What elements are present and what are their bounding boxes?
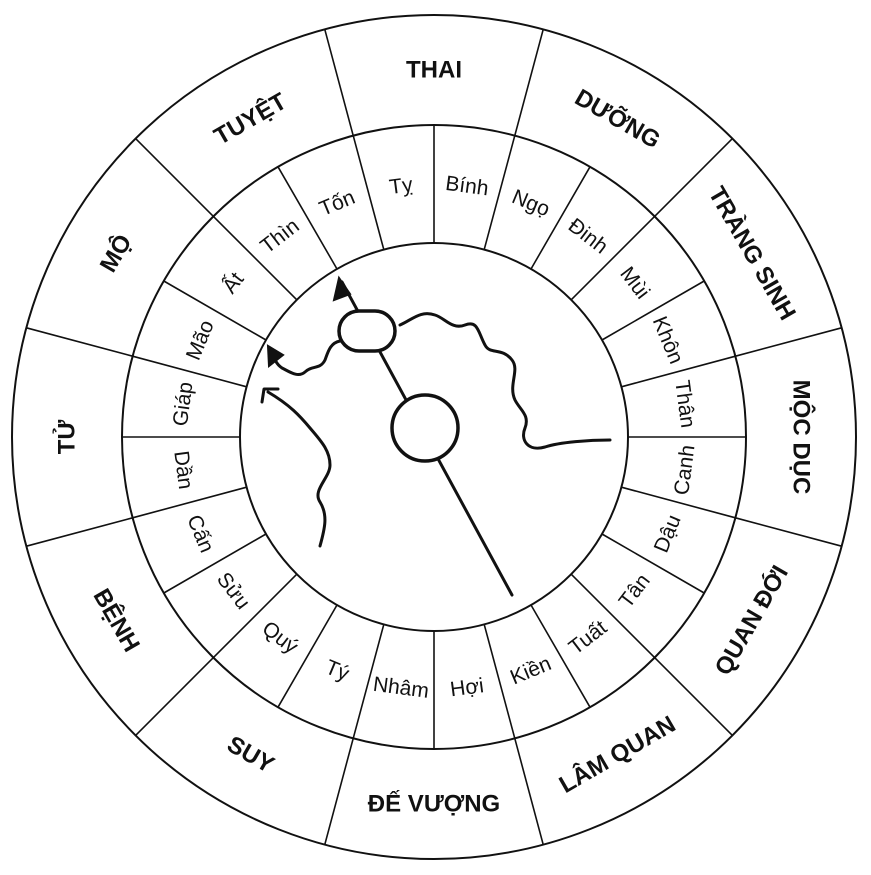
inner-divider — [601, 280, 705, 341]
outer-sector-label: SUY — [222, 731, 278, 779]
center-drawing — [260, 275, 612, 597]
needle-arrowhead — [332, 275, 352, 302]
inner-sector-label: Quý — [258, 617, 303, 659]
outer-sector-label: TUYỆT — [209, 87, 291, 151]
outer-divider — [26, 327, 133, 357]
inner-sector-label: Nhâm — [372, 673, 431, 703]
inner-divider — [483, 624, 516, 739]
inner-divider — [132, 486, 247, 519]
inner-divider — [570, 215, 656, 301]
wavy-line-long — [398, 312, 612, 450]
inner-sector-label: Dậu — [650, 512, 686, 556]
outer-sector-label: LÂM QUAN — [554, 710, 680, 799]
wavy-arrowhead — [266, 344, 285, 368]
outer-sector-label: TRÀNG SINH — [703, 182, 802, 325]
outer-sector-label: DƯỠNG — [570, 83, 665, 154]
outer-ring-dividers — [26, 29, 842, 845]
inner-sector-label: Thân — [670, 379, 699, 429]
outer-divider — [654, 138, 733, 217]
inner-sector-label: Cấn — [182, 512, 218, 556]
inner-divider — [352, 624, 385, 739]
inner-sector-label: Thìn — [256, 214, 303, 258]
inner-ring-dividers — [122, 125, 746, 749]
inner-divider — [163, 280, 267, 341]
inner-divider — [621, 486, 736, 519]
inner-divider — [163, 533, 267, 594]
outer-divider — [324, 29, 354, 136]
wavy-line-short — [270, 339, 342, 376]
outer-sector-label: MỘC DỤC — [788, 380, 816, 495]
inner-sector-label: Tý — [322, 656, 353, 686]
inner-divider — [530, 604, 591, 708]
needle-marker-oval — [337, 309, 397, 353]
inner-divider — [621, 355, 736, 388]
outer-sector-label: ĐẾ VƯỢNG — [368, 790, 500, 818]
outer-divider — [135, 138, 214, 217]
inner-divider — [212, 215, 298, 301]
inner-sector-label: Ất — [218, 268, 248, 298]
outer-divider — [324, 738, 354, 845]
inner-divider — [132, 355, 247, 388]
inner-sector-label: Tuất — [565, 616, 612, 659]
outer-sector-label: MỘ — [94, 230, 138, 277]
outer-divider — [135, 657, 214, 736]
inner-divider — [352, 135, 385, 250]
inner-divider — [530, 166, 591, 270]
outer-sector-label: TỬ — [52, 420, 81, 455]
inner-sector-label: Tốn — [316, 186, 358, 221]
outer-divider — [514, 738, 544, 845]
inner-sector-label: Sửu — [212, 568, 254, 614]
inner-sector-label: Khôn — [648, 313, 688, 367]
outer-divider — [735, 327, 842, 357]
inner-sector-label: Tân — [615, 570, 655, 613]
curved-arrow — [266, 390, 332, 548]
inner-sector-label: Tỵ — [388, 173, 415, 199]
inner-divider — [601, 533, 705, 594]
inner-sector-label: Canh — [670, 444, 699, 497]
inner-divider — [277, 604, 338, 708]
inner-divider — [570, 573, 656, 659]
outer-divider — [654, 657, 733, 736]
outer-sector-label: THAI — [406, 57, 462, 84]
outer-ring-edge — [11, 14, 857, 860]
outer-sector-label: BỆNH — [88, 584, 146, 657]
center-hub — [390, 393, 460, 463]
outer-divider — [514, 29, 544, 136]
inner-sector-label: Ngọ — [509, 185, 553, 221]
inner-sector-label: Dần — [169, 449, 197, 490]
inner-sector-label: Kiền — [507, 652, 555, 689]
inner-sector-label: Mùi — [615, 263, 654, 304]
inner-divider — [212, 573, 298, 659]
outer-divider — [735, 517, 842, 547]
inner-sector-label: Hợi — [449, 674, 485, 701]
curved-arrowhead — [260, 387, 280, 404]
inner-sector-label: Giáp — [169, 381, 198, 428]
inner-divider — [483, 135, 516, 250]
inner-sector-label: Đinh — [564, 214, 612, 259]
inner-sector-label: Bính — [444, 172, 490, 200]
inner-divider — [277, 166, 338, 270]
outer-divider — [26, 517, 133, 547]
inner-sector-label: Mão — [182, 317, 219, 364]
outer-sector-label: QUAN ĐỚI — [709, 561, 794, 680]
